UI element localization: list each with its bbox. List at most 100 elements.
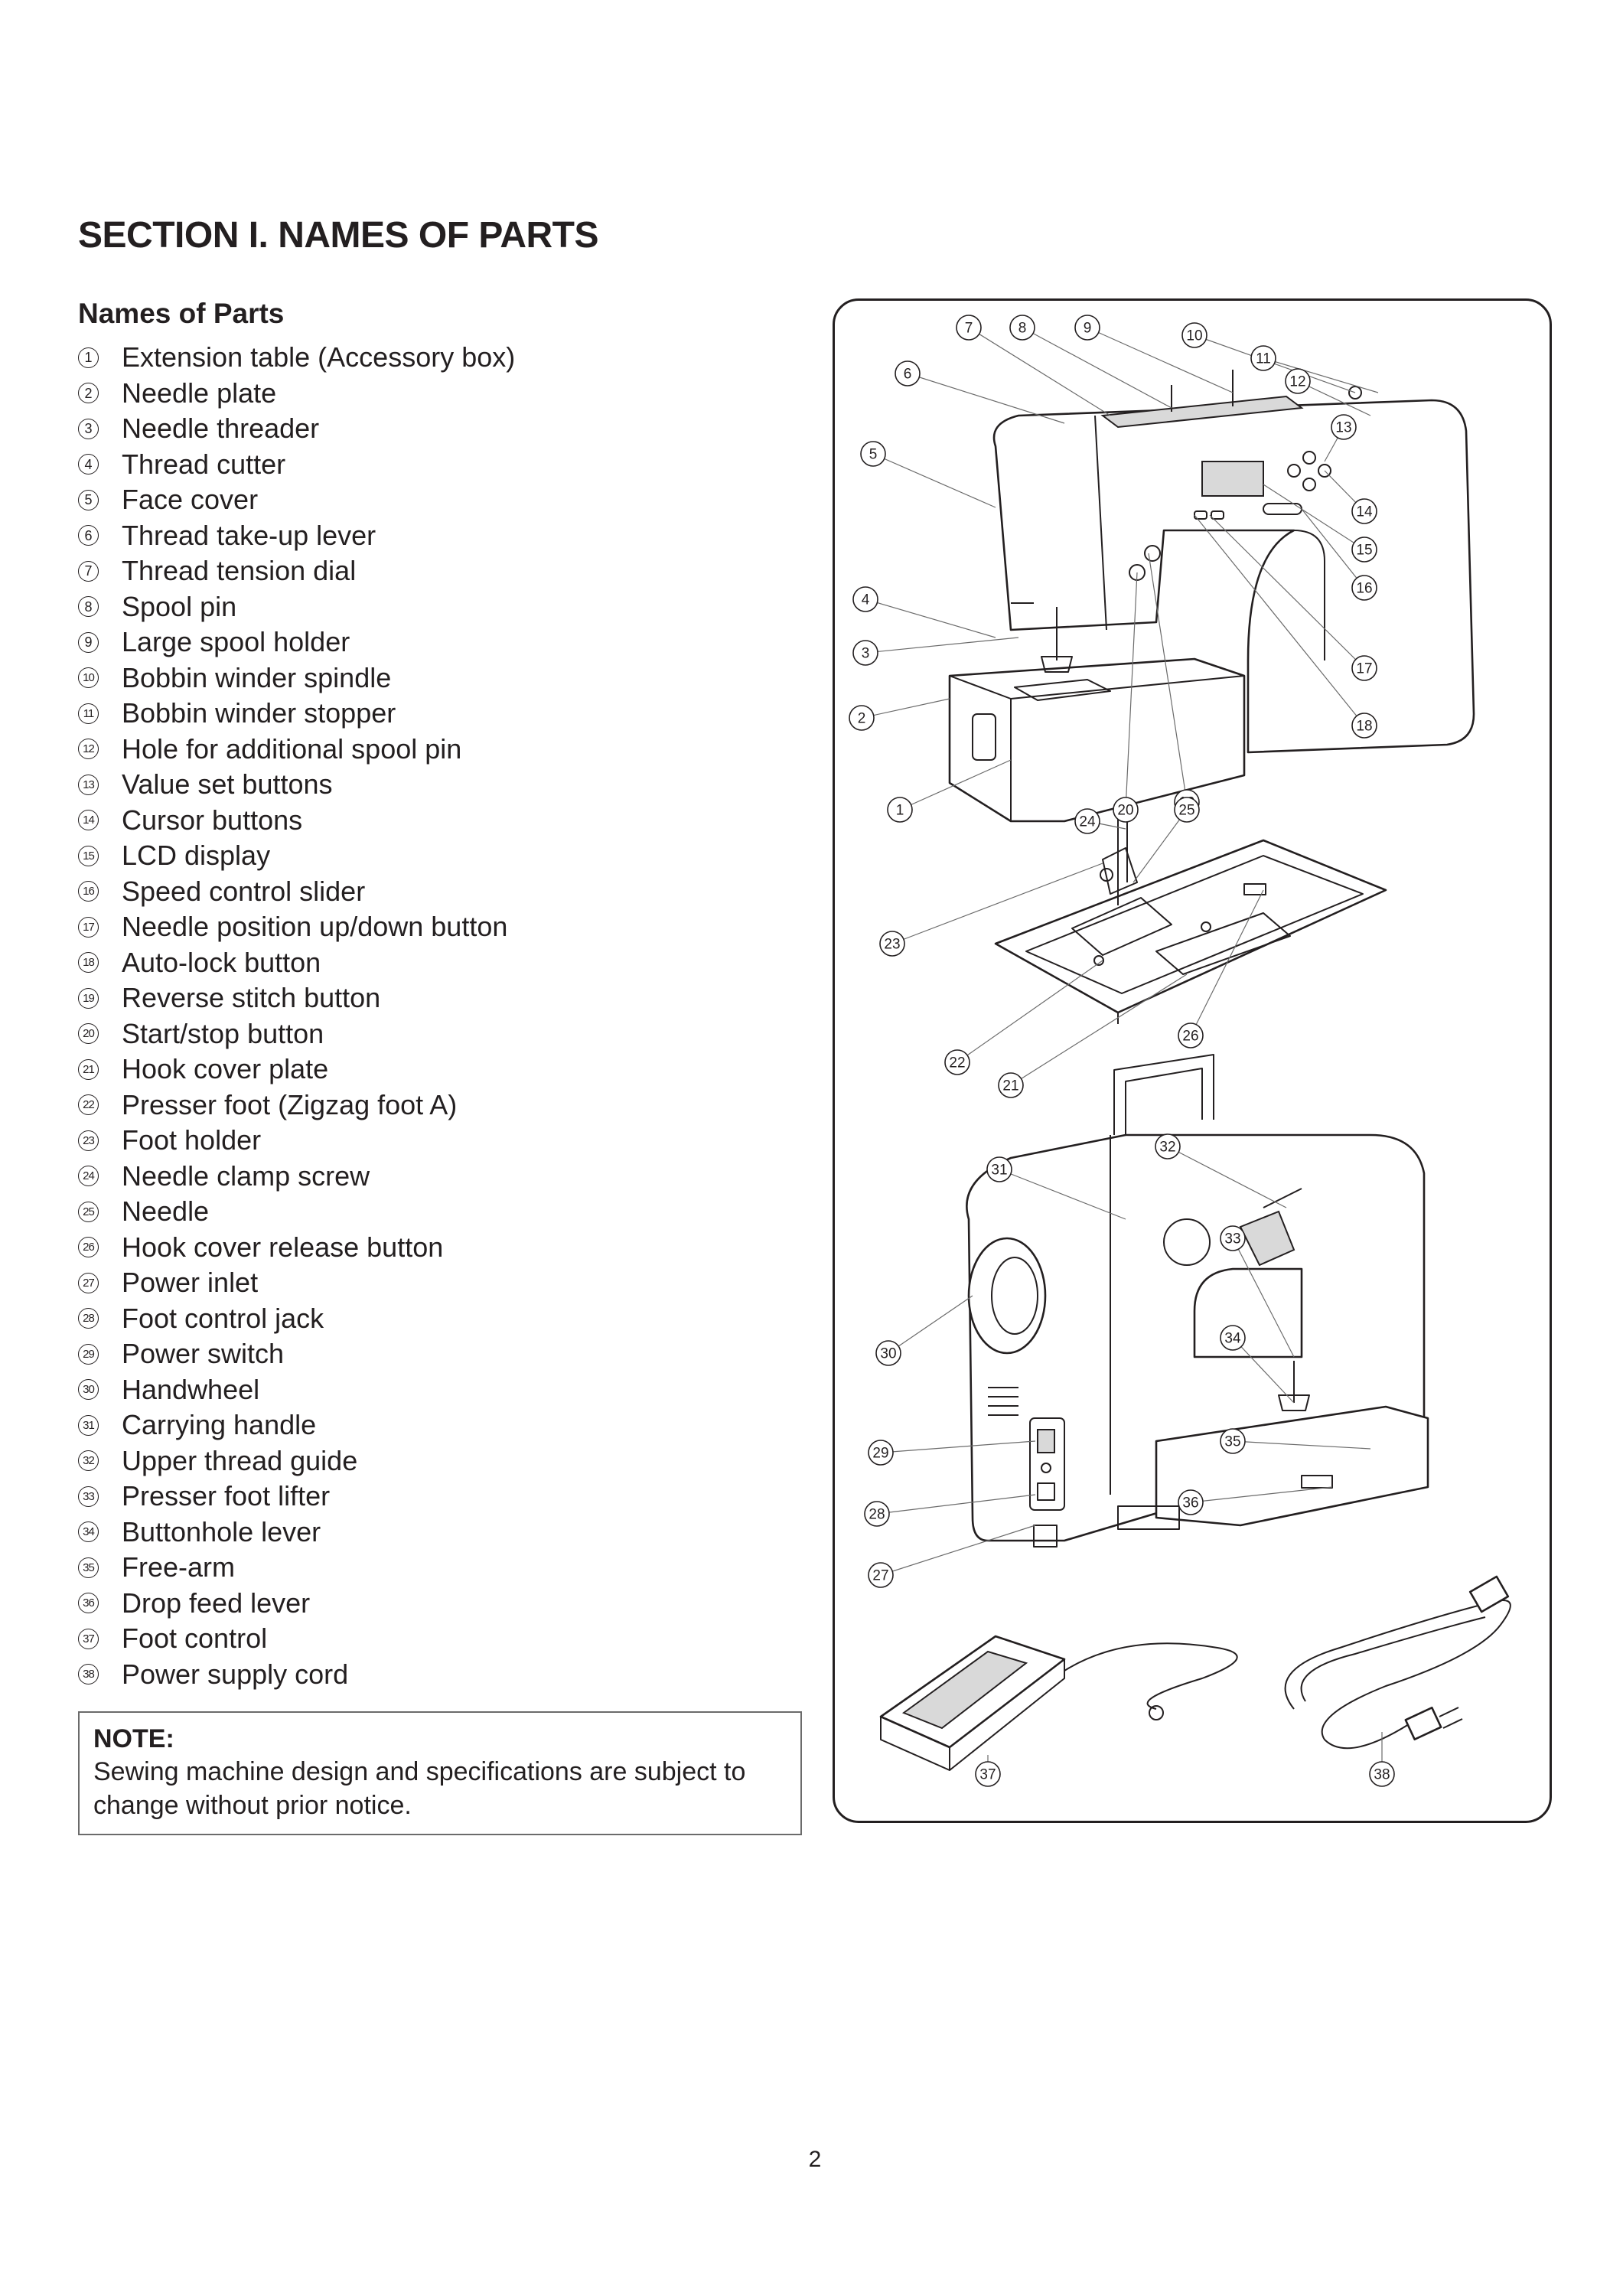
callout-number: 1 [896,803,904,819]
part-number-circle: 6 [78,525,99,546]
leader-line [1167,1146,1287,1208]
part-name: Drop feed lever [122,1587,311,1619]
part-name: Carrying handle [122,1409,317,1441]
part-name: Foot control jack [122,1302,324,1334]
callout-number: 3 [862,646,870,662]
leader-line [1022,327,1172,409]
callout-circle [1331,414,1357,440]
part-number-circle: 5 [78,489,99,510]
leader-line [1209,514,1365,669]
part-name: Needle threader [122,413,320,445]
part-name: Foot control [122,1623,268,1655]
callout-circle [879,931,905,957]
part-name: Foot holder [122,1124,262,1156]
leader-line [1133,809,1188,883]
part-name: Thread take-up lever [122,519,376,551]
callout-circle [868,1562,894,1588]
note-title: NOTE: [93,1724,174,1753]
callout-circle [1351,713,1377,739]
part-number-circle: 7 [78,560,99,582]
callout-number: 22 [949,1055,965,1071]
needle-area-illustration [994,810,1387,1024]
part-name: Presser foot (Zigzag foot A) [122,1088,458,1120]
callout-number: 32 [1159,1140,1175,1156]
note-text: Sewing machine design and specifications… [93,1756,746,1820]
part-name: Upper thread guide [122,1444,358,1476]
callout-number: 27 [872,1568,888,1584]
parts-list-item: 28 Foot control jack [78,1301,813,1337]
callout-number: 13 [1335,420,1351,436]
callout-circle [1220,1225,1246,1251]
callout-number: 10 [1186,328,1202,344]
part-number-circle: 13 [78,774,99,795]
callout-circle [1351,655,1377,681]
part-number-circle: 30 [78,1379,99,1401]
leader-line [968,327,1111,416]
leader-line [1148,553,1188,803]
parts-list-item: 31 Carrying handle [78,1407,813,1443]
callout-circle [1285,368,1311,394]
callout-number: 9 [1084,321,1092,337]
part-number-circle: 27 [78,1272,99,1293]
part-number-circle: 10 [78,667,99,689]
callout-circle [852,586,878,612]
callout-number: 37 [979,1767,996,1783]
parts-list-item: 7 Thread tension dial [78,553,813,589]
part-number-circle: 4 [78,454,99,475]
part-number-circle: 34 [78,1521,99,1543]
part-name: Hole for additional spool pin [122,732,462,765]
part-number-circle: 28 [78,1308,99,1329]
callout-circle [1074,315,1100,341]
callout-number: 25 [1178,803,1194,819]
parts-diagram: 1234567891011121314151617181920212223242… [849,315,1511,1787]
callout-circle [944,1049,970,1075]
part-number-circle: 11 [78,703,99,724]
parts-list-item: 22 Presser foot (Zigzag foot A) [78,1088,813,1124]
leader-line [1263,357,1379,393]
part-name: Needle clamp screw [122,1159,370,1192]
part-name: Power switch [122,1338,285,1370]
callout-circle [1178,1489,1204,1515]
callout-number: 23 [884,937,900,953]
leader-line [1190,889,1264,1036]
part-name: Thread tension dial [122,555,357,587]
power-cord-illustration [1284,1575,1511,1750]
callout-number: 8 [1018,321,1027,337]
part-number-circle: 9 [78,631,99,653]
part-number-circle: 15 [78,845,99,866]
part-name: Free-arm [122,1551,236,1583]
part-name: Face cover [122,484,259,516]
callout-circle [875,1340,901,1366]
parts-list-item: 6 Thread take-up lever [78,518,813,554]
callout-circle [860,441,886,467]
leader-line [899,759,1012,810]
parts-list-item: 5 Face cover [78,482,813,518]
leader-line [861,698,950,719]
part-name: Power inlet [122,1267,259,1299]
leader-line [880,1525,1036,1576]
leader-line [880,1440,1036,1453]
part-name: Start/stop button [122,1017,324,1049]
part-number-circle: 31 [78,1414,99,1436]
part-name: Needle [122,1195,210,1228]
callout-number: 5 [869,447,878,463]
leader-line [865,598,996,638]
part-number-circle: 22 [78,1094,99,1116]
callout-number: 31 [991,1163,1007,1179]
callout-circle [1369,1761,1395,1787]
callout-number: 38 [1374,1767,1390,1783]
